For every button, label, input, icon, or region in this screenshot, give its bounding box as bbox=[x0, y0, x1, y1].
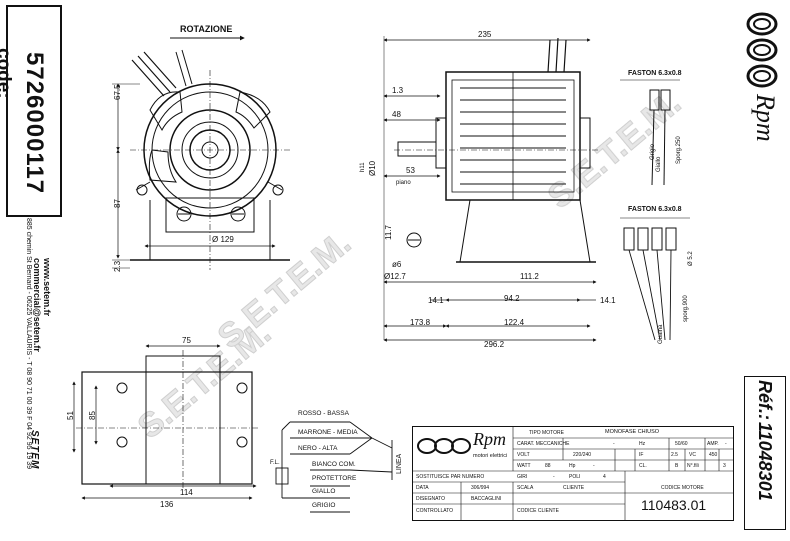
tb-hz-label: Hz bbox=[639, 441, 646, 447]
title-block-coil-logo bbox=[417, 438, 471, 454]
faston-bottom-label: FASTON 6.3x0.8 bbox=[628, 206, 682, 213]
tb-nfili-label: N°.fili bbox=[687, 463, 699, 469]
dim-85: 85 bbox=[88, 411, 97, 420]
tb-watt-label: WATT bbox=[517, 463, 531, 469]
wire-label-6: GRIGIO bbox=[312, 502, 336, 509]
tb-sostituisce: SOSTITUISCE PAR NUMERO bbox=[416, 474, 485, 480]
title-block: Rpm motori elettrici TIPO MOTORE MONOFAS… bbox=[412, 426, 734, 521]
dim-48: 48 bbox=[392, 110, 401, 119]
tb-watt-value: 88 bbox=[545, 463, 551, 469]
dim-12-7: Ø12.7 bbox=[384, 272, 406, 281]
dim-75: 75 bbox=[182, 336, 191, 345]
faston-connectors bbox=[620, 79, 690, 341]
tb-volt-value: 220/240 bbox=[573, 452, 592, 458]
dim-11-7: 11.7 bbox=[384, 225, 393, 240]
sporg-900-label: sporg.900 bbox=[683, 295, 689, 322]
dim-111-2: 111.2 bbox=[520, 272, 539, 281]
tb-amp-value: - bbox=[725, 441, 727, 447]
dim-1-3: 1.3 bbox=[392, 86, 404, 95]
tb-brand-sub: motori elettrici bbox=[473, 453, 508, 459]
side-view bbox=[383, 36, 600, 342]
tb-cliente-label: CLIENTE bbox=[563, 485, 585, 491]
tb-hp-value: - bbox=[593, 463, 595, 469]
tb-volt-label: VOLT bbox=[517, 452, 530, 458]
base-view bbox=[72, 344, 258, 500]
dim-129: Ø 129 bbox=[212, 235, 234, 244]
tb-hp-label: Hp bbox=[569, 463, 576, 469]
giallo-label: Giallo bbox=[656, 156, 662, 172]
dim-122-4: 122.4 bbox=[504, 318, 525, 327]
dim-53: 53 bbox=[406, 166, 415, 175]
tb-hz-value: 50/60 bbox=[675, 441, 688, 447]
tb-tipo-label: TIPO MOTORE bbox=[529, 430, 564, 436]
dim-5-2: Ø 5.2 bbox=[688, 251, 694, 266]
wire-label-2: NERO - ALTA bbox=[298, 445, 338, 452]
tb-amp-label: AMP. bbox=[707, 441, 719, 447]
wire-label-3: BIANCO COM. bbox=[312, 461, 356, 468]
tb-carat-label: CARAT. MECCANICHE bbox=[517, 441, 570, 447]
tb-codice-motore-value: 110483.01 bbox=[641, 497, 707, 513]
dim-6: ø6 bbox=[392, 260, 402, 269]
tb-poli-label: POLI bbox=[569, 474, 581, 480]
piano-label: piano bbox=[396, 180, 411, 186]
dim-2-3: 2.3 bbox=[113, 260, 122, 272]
tb-poli-value: 4 bbox=[603, 474, 606, 480]
wiring-diagram bbox=[275, 421, 393, 513]
dim-296-2: 296.2 bbox=[484, 340, 505, 349]
tb-cl-label: CL. bbox=[639, 463, 647, 469]
wire-label-0: ROSSO - BASSA bbox=[298, 410, 349, 417]
dim-114: 114 bbox=[180, 488, 193, 497]
dim-235: 235 bbox=[478, 30, 492, 39]
rpm-coil-logo bbox=[746, 12, 778, 88]
ref-box bbox=[744, 376, 786, 530]
rotation-label: ROTAZIONE bbox=[180, 24, 233, 34]
dim-94-2: 94.2 bbox=[504, 294, 520, 303]
fl-label: F.L. bbox=[270, 460, 280, 466]
dim-14-1-left: 14.1 bbox=[428, 296, 444, 305]
front-view bbox=[112, 35, 290, 270]
tb-scala-label: SCALA bbox=[517, 485, 534, 491]
tb-if-label: IF bbox=[639, 452, 644, 458]
dim-h11: h11 bbox=[360, 162, 366, 172]
guaina-label: Guaina bbox=[658, 324, 664, 344]
tb-data-label: DATA bbox=[416, 485, 429, 491]
code-box bbox=[6, 5, 62, 217]
dim-136: 136 bbox=[160, 500, 174, 509]
tb-disegnato-value: BACCAGLINI bbox=[471, 496, 502, 502]
wire-label-5: GIALLO bbox=[312, 488, 336, 495]
linea-label: LINEA bbox=[396, 453, 403, 474]
tb-carat-value: - bbox=[613, 441, 615, 447]
dim-10: Ø10 bbox=[368, 160, 377, 176]
tb-disegnato-label: DISEGNATO bbox=[416, 496, 445, 502]
tb-if-value: 2.5 bbox=[671, 452, 678, 458]
wire-label-4: PROTETTORE bbox=[312, 475, 357, 482]
tb-tipo-value: MONOFASE CHIUSO bbox=[605, 429, 660, 435]
tb-controllato-label: CONTROLLATO bbox=[416, 508, 454, 514]
dim-14-1-right: 14.1 bbox=[600, 296, 616, 305]
tb-vc-value: 450 bbox=[709, 452, 718, 458]
tb-codice-motore-label: CODICE MOTORE bbox=[661, 485, 704, 491]
dim-173-8: 173.8 bbox=[410, 318, 431, 327]
tb-vc-label: VC bbox=[689, 452, 696, 458]
tb-giri-value: - bbox=[553, 474, 555, 480]
dim-67-5: 67.5 bbox=[113, 84, 122, 100]
tb-codice-cliente-label: CODICE CLIENTE bbox=[517, 508, 559, 514]
faston-top-label: FASTON 6.3x0.8 bbox=[628, 70, 682, 77]
tb-nfili-value: 3 bbox=[723, 463, 726, 469]
wire-label-1: MARRONE - MEDIA bbox=[298, 429, 358, 436]
tb-brand: Rpm bbox=[473, 429, 506, 449]
tb-data-value: 306/994 bbox=[471, 485, 490, 491]
tb-giri-label: GIRI bbox=[517, 474, 528, 480]
watermark: S.E.T.E.M. S.E.T.E.M. S.E.T.E.M. bbox=[130, 83, 688, 446]
dim-51: 51 bbox=[66, 411, 75, 420]
dim-87: 87 bbox=[113, 199, 122, 208]
sporg-250-label: Sporg.250 bbox=[676, 136, 682, 164]
tb-cl-value: B bbox=[675, 463, 679, 469]
